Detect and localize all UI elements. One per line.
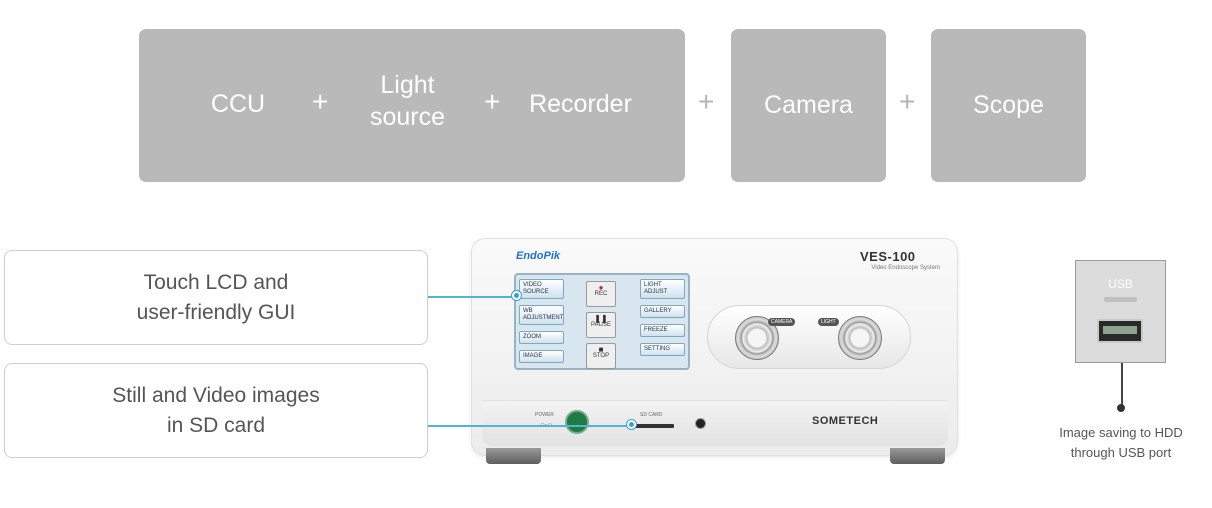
audio-jack[interactable] [695,418,706,429]
scope-label: Scope [973,91,1044,119]
plus-sign: + [899,86,916,117]
lcd-pause-label: PAUSE [591,322,611,328]
pause-icon: ❚❚ [594,314,608,323]
lcd-button-gallery[interactable]: GALLERY [640,305,685,318]
light-source-line1: Light [380,71,435,99]
device-model: VES-100 [860,249,916,264]
lcd-stop-label: STOP [592,353,610,359]
lcd-button-freeze[interactable]: FREEZE [640,324,685,337]
plus-sign: + [484,86,501,117]
lcd-button-pause[interactable]: ❚❚ PAUSE [586,312,616,338]
camera-label: Camera [764,91,853,119]
component-scope: Scope [931,29,1086,182]
usb-note-line2: through USB port [1070,445,1172,460]
leader-dot-touch-lcd [512,291,521,300]
camera-port[interactable] [735,316,779,360]
component-light-source: Light source [350,69,465,133]
sd-card-label: SD CARD [640,412,663,418]
usb-label: USB [1108,277,1133,291]
power-label: POWER [535,412,554,418]
component-group-main [139,29,685,182]
device-foot-right [890,448,945,464]
light-port[interactable] [838,316,882,360]
lcd-button-light-adjust[interactable]: LIGHT ADJUST [640,279,685,299]
lcd-left-column: VIDEO SOURCE WB ADJUSTMENT ZOOM IMAGE [519,279,564,363]
device-foot-left [486,448,541,464]
leader-dot-sd-card [627,420,636,429]
callout-sd-card-line2: in SD card [166,413,266,437]
callout-touch-lcd-line1: Touch LCD and [143,270,289,294]
usb-pointer-dot [1117,404,1125,412]
power-button[interactable] [565,410,589,434]
power-indicator-icon: ○-○ [540,420,552,429]
plus-sign: + [312,86,329,117]
lcd-button-rec[interactable]: ● REC [586,281,616,307]
stop-icon: ■ [598,345,604,354]
plus-sign: + [698,86,715,117]
device-front-strip [482,400,948,446]
usb-port-detail [1075,260,1166,363]
lcd-button-image[interactable]: IMAGE [519,350,564,363]
lcd-button-stop[interactable]: ■ STOP [586,343,616,369]
lcd-right-column: LIGHT ADJUST GALLERY FREEZE SETTING [640,279,685,356]
component-ccu: CCU [210,90,266,118]
usb-port-icon [1097,319,1143,343]
leader-line-sd-card [428,425,636,427]
sd-card-slot[interactable] [634,424,674,428]
lcd-button-setting[interactable]: SETTING [640,343,685,356]
usb-note-line1: Image saving to HDD [1059,425,1183,440]
callout-sd-card: Still and Video images in SD card [4,363,428,458]
component-recorder: Recorder [529,90,632,118]
component-camera: Camera [731,29,886,182]
usb-port-indicator [1104,297,1137,302]
record-icon: ● [598,283,604,292]
device-maker: SOMETECH [812,415,879,427]
lcd-button-video-source[interactable]: VIDEO SOURCE [519,279,564,299]
lcd-button-wb-adjust[interactable]: WB ADJUSTMENT [519,305,564,325]
lcd-rec-label: REC [594,291,608,297]
device-model-sub: Video Endoscope System [871,265,940,271]
light-port-tag: LIGHT [818,318,839,326]
camera-port-tag: CAMERA [768,318,796,326]
light-source-line2: source [369,103,446,131]
callout-sd-card-line1: Still and Video images [112,383,320,407]
device-brand: EndoPik [516,250,561,262]
usb-port-inner [1103,326,1137,334]
leader-line-touch-lcd [428,296,518,298]
callout-touch-lcd-line2: user-friendly GUI [136,300,296,324]
usb-note: Image saving to HDD through USB port [1030,423,1212,463]
lcd-button-zoom[interactable]: ZOOM [519,331,564,344]
callout-touch-lcd: Touch LCD and user-friendly GUI [4,250,428,345]
lcd-center-column: ● REC ❚❚ PAUSE ■ STOP [586,281,616,369]
usb-pointer-line [1121,363,1123,407]
touch-lcd-screen[interactable]: VIDEO SOURCE WB ADJUSTMENT ZOOM IMAGE ● … [514,273,690,370]
